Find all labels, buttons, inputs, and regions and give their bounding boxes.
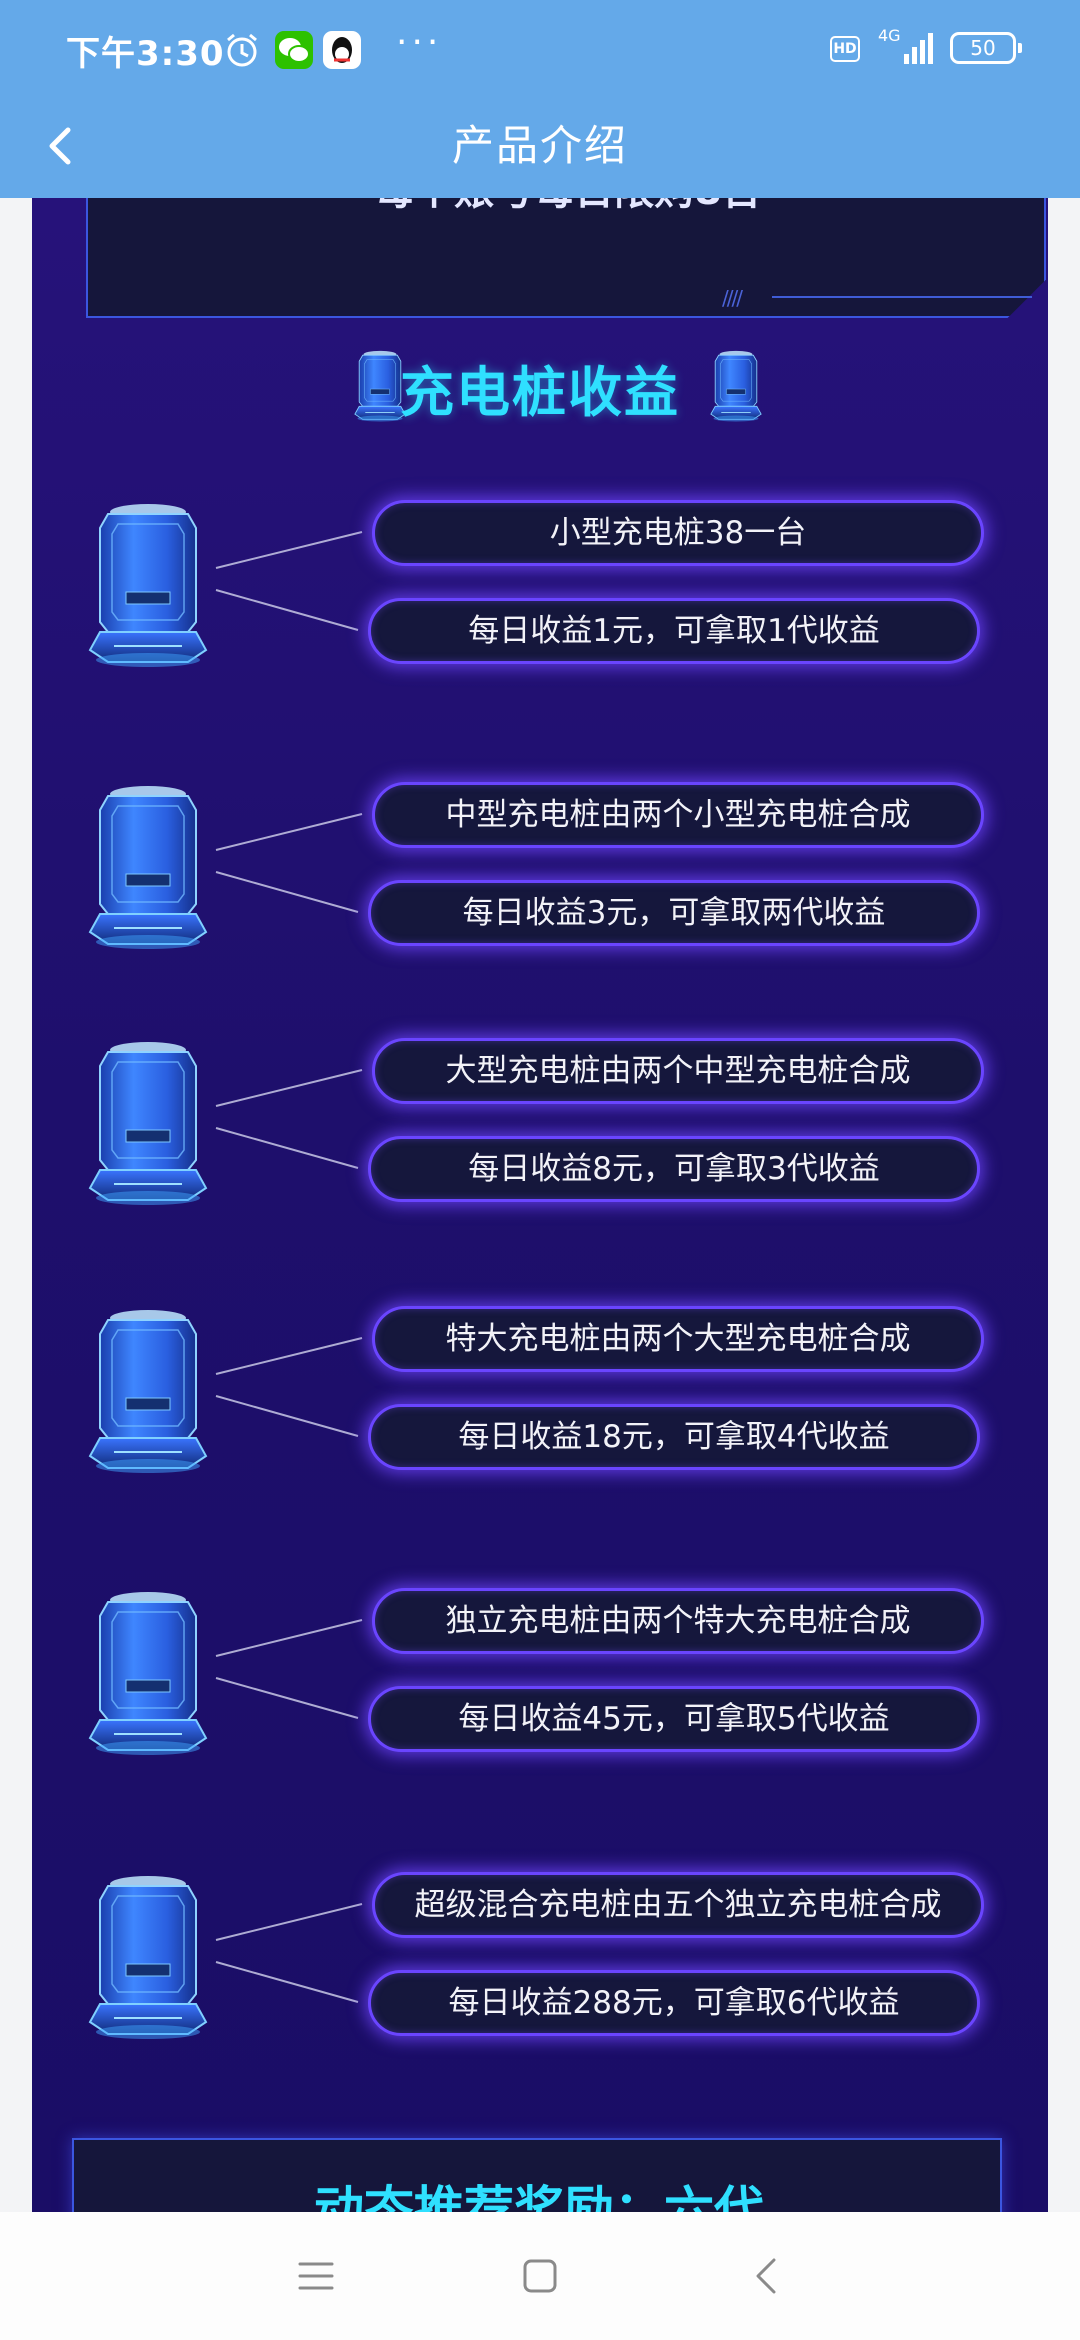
charger-icon-medium [88, 782, 208, 952]
alarm-icon [227, 33, 257, 67]
charger-desc-pill: 独立充电桩由两个特大充电桩合成 [372, 1588, 984, 1654]
decor-slashes: //// [722, 286, 743, 310]
battery-indicator: 50 [950, 32, 1022, 64]
top-bar: 下午3:30 ··· HD 4G 50 [0, 0, 1080, 198]
back-icon[interactable] [744, 2252, 792, 2300]
page-title: 产品介绍 [451, 121, 628, 170]
purchase-limit-box: 每个账号每日限购8台 [86, 198, 1046, 318]
charger-desc-pill: 特大充电桩由两个大型充电桩合成 [372, 1306, 984, 1372]
charger-desc-pill: 超级混合充电桩由五个独立充电桩合成 [372, 1872, 984, 1938]
system-nav-bar [0, 2212, 1080, 2340]
charger-desc-pill: 小型充电桩38一台 [372, 500, 984, 566]
purchase-limit-text: 每个账号每日限购8台 [88, 198, 1046, 216]
charger-icon-xlarge [88, 1306, 208, 1476]
status-bar: 下午3:30 ··· HD 4G 50 [0, 0, 1080, 96]
app-bar: 产品介绍 [0, 96, 1080, 198]
charger-icon-independent [88, 1588, 208, 1758]
charger-icon-small [88, 500, 208, 670]
earnings-pill: 每日收益288元，可拿取6代收益 [368, 1970, 980, 2036]
wechat-icon [275, 31, 313, 69]
home-icon[interactable] [516, 2252, 564, 2300]
status-time: 下午3:30 [66, 34, 225, 74]
earnings-pill: 每日收益3元，可拿取两代收益 [368, 880, 980, 946]
referral-reward-title: 动态推荐奖励：六代 [314, 2181, 764, 2212]
charger-icon-super [88, 1872, 208, 2042]
network-type: 4G [878, 26, 901, 45]
earnings-pill: 每日收益18元，可拿取4代收益 [368, 1404, 980, 1470]
decor-line [772, 296, 1032, 298]
qq-icon [323, 31, 361, 69]
connector-lines [215, 531, 363, 2003]
hd-badge: HD [830, 36, 860, 62]
product-poster: 每个账号每日限购8台 //// 充电桩收益 小型充电桩38一台 每日收益1元，可… [32, 198, 1048, 2212]
charger-desc-pill: 中型充电桩由两个小型充电桩合成 [372, 782, 984, 848]
signal-icon [904, 33, 933, 64]
earnings-pill: 每日收益45元，可拿取5代收益 [368, 1686, 980, 1752]
earnings-pill: 每日收益1元，可拿取1代收益 [368, 598, 980, 664]
referral-reward-box: 动态推荐奖励：六代 [72, 2138, 1002, 2212]
menu-icon[interactable] [292, 2252, 340, 2300]
charger-desc-pill: 大型充电桩由两个中型充电桩合成 [372, 1038, 984, 1104]
more-notifications: ··· [396, 22, 443, 63]
back-arrow-icon[interactable] [34, 118, 90, 174]
earnings-pill: 每日收益8元，可拿取3代收益 [368, 1136, 980, 1202]
section-title: 充电桩收益 [400, 361, 680, 424]
charger-icon-large [88, 1038, 208, 1208]
